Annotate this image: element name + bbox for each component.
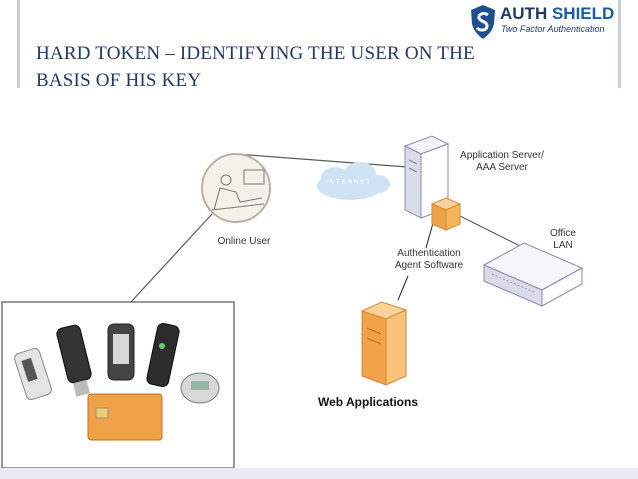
bottom-border-rule (0, 468, 638, 479)
office-lan-label-line1: Office (550, 228, 576, 239)
online-user-label: Online User (217, 236, 271, 247)
web-application-server-icon (360, 301, 408, 386)
online-user-icon (201, 153, 271, 223)
hard-tokens-panel (1, 301, 235, 468)
auth-agent-icon (430, 197, 462, 231)
app-server-label: Application Server/ AAA Server (452, 150, 552, 174)
internet-cloud-icon: INTERNET (317, 162, 390, 200)
link-user-internet (235, 153, 421, 169)
smart-card-icon (87, 393, 163, 441)
usb-token-icon (107, 323, 135, 381)
usb-token-icon (146, 323, 180, 387)
brand-tagline: Two Factor Authentication (501, 24, 605, 34)
web-applications-label: Web Applications (318, 395, 419, 409)
brand-name: AUTH SHIELD (500, 4, 615, 23)
link-label-webapps (397, 275, 409, 301)
app-server-label-line1: Application Server/ (460, 150, 544, 161)
usb-token-icon (56, 324, 92, 397)
slide-title: HARD TOKEN – IDENTIFYING THE USER ON THE… (36, 43, 475, 91)
app-server-label-line2: AAA Server (476, 162, 528, 173)
office-lan-label-line2: LAN (553, 240, 573, 251)
network-diagram: INTERNET (0, 88, 638, 468)
key-fob-icon (180, 372, 220, 404)
auth-agent-label: Authentication Agent Software (384, 248, 474, 272)
usb-token-icon (14, 347, 52, 401)
brand-logo: AUTH SHIELD Two Factor Authentication (470, 4, 620, 42)
auth-agent-label-line1: Authentication (397, 248, 461, 259)
office-lan-label: Office LAN (538, 228, 588, 252)
office-lan-icon (482, 242, 584, 307)
internet-label: INTERNET (326, 180, 372, 186)
shield-s-icon (471, 5, 495, 39)
auth-agent-label-line2: Agent Software (394, 260, 464, 271)
link-agent-label (425, 222, 434, 249)
